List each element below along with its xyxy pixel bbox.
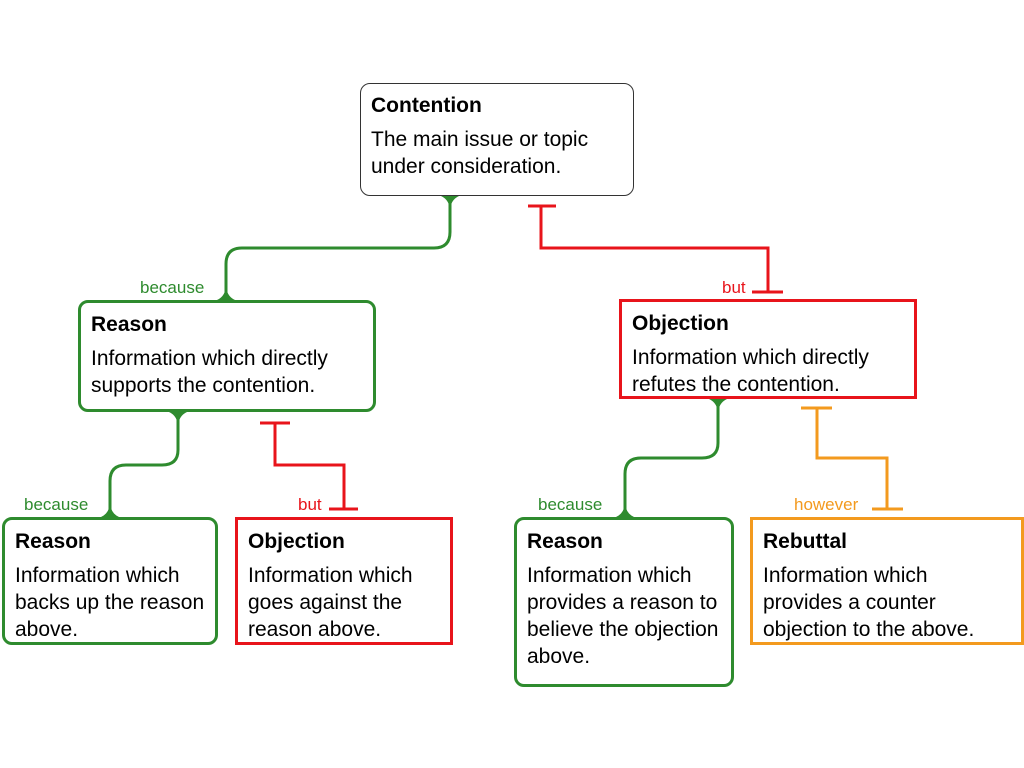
because-connector-3-joint-bottom [616,501,634,517]
but-label-2: but [298,495,322,514]
objection-title: Objection [632,312,729,335]
rebuttal-body: Information which provides a counter obj… [763,564,975,641]
because-connector-3 [623,399,720,517]
but-connector-1 [528,204,783,294]
reason-title: Reason [91,313,167,336]
because-connector-3-joint-top [709,399,727,415]
reason-box: Reason Information which directly suppor… [78,300,376,412]
but-connector-2 [260,421,358,511]
however-connector [801,406,903,511]
objection-reason-body: Information which provides a reason to b… [527,564,719,668]
contention-body: The main issue or topic under considerat… [371,128,589,178]
objection-reason-title: Reason [527,530,603,553]
because-connector-2-joint-bottom [101,501,119,517]
because-connector-1-joint-top [441,196,459,212]
because-connector-2 [108,412,180,517]
reason-reason-box: Reason Information which backs up the re… [2,517,218,645]
reason-reason-title: Reason [15,530,91,553]
contention-box: Contention The main issue or topic under… [360,83,634,196]
because-label-1: because [140,278,205,297]
reason-objection-box: Objection Information which goes against… [235,517,453,645]
objection-box: Objection Information which directly ref… [619,299,917,399]
because-connector-2-joint-top [169,412,187,428]
rebuttal-box: Rebuttal Information which provides a co… [750,517,1024,645]
objection-body: Information which directly refutes the c… [632,346,869,396]
reason-objection-body: Information which goes against the reaso… [248,564,413,641]
because-connector-1 [224,196,452,300]
contention-title: Contention [371,94,482,117]
reason-objection-title: Objection [248,530,345,553]
reason-reason-body: Information which backs up the reason ab… [15,564,205,641]
reason-body: Information which directly supports the … [91,347,328,397]
because-label-2: because [24,495,89,514]
however-label: however [794,495,859,514]
because-label-3: because [538,495,603,514]
but-label-1: but [722,278,746,297]
rebuttal-title: Rebuttal [763,530,847,553]
objection-reason-box: Reason Information which provides a reas… [514,517,734,687]
because-connector-1-joint-bottom [217,284,235,300]
